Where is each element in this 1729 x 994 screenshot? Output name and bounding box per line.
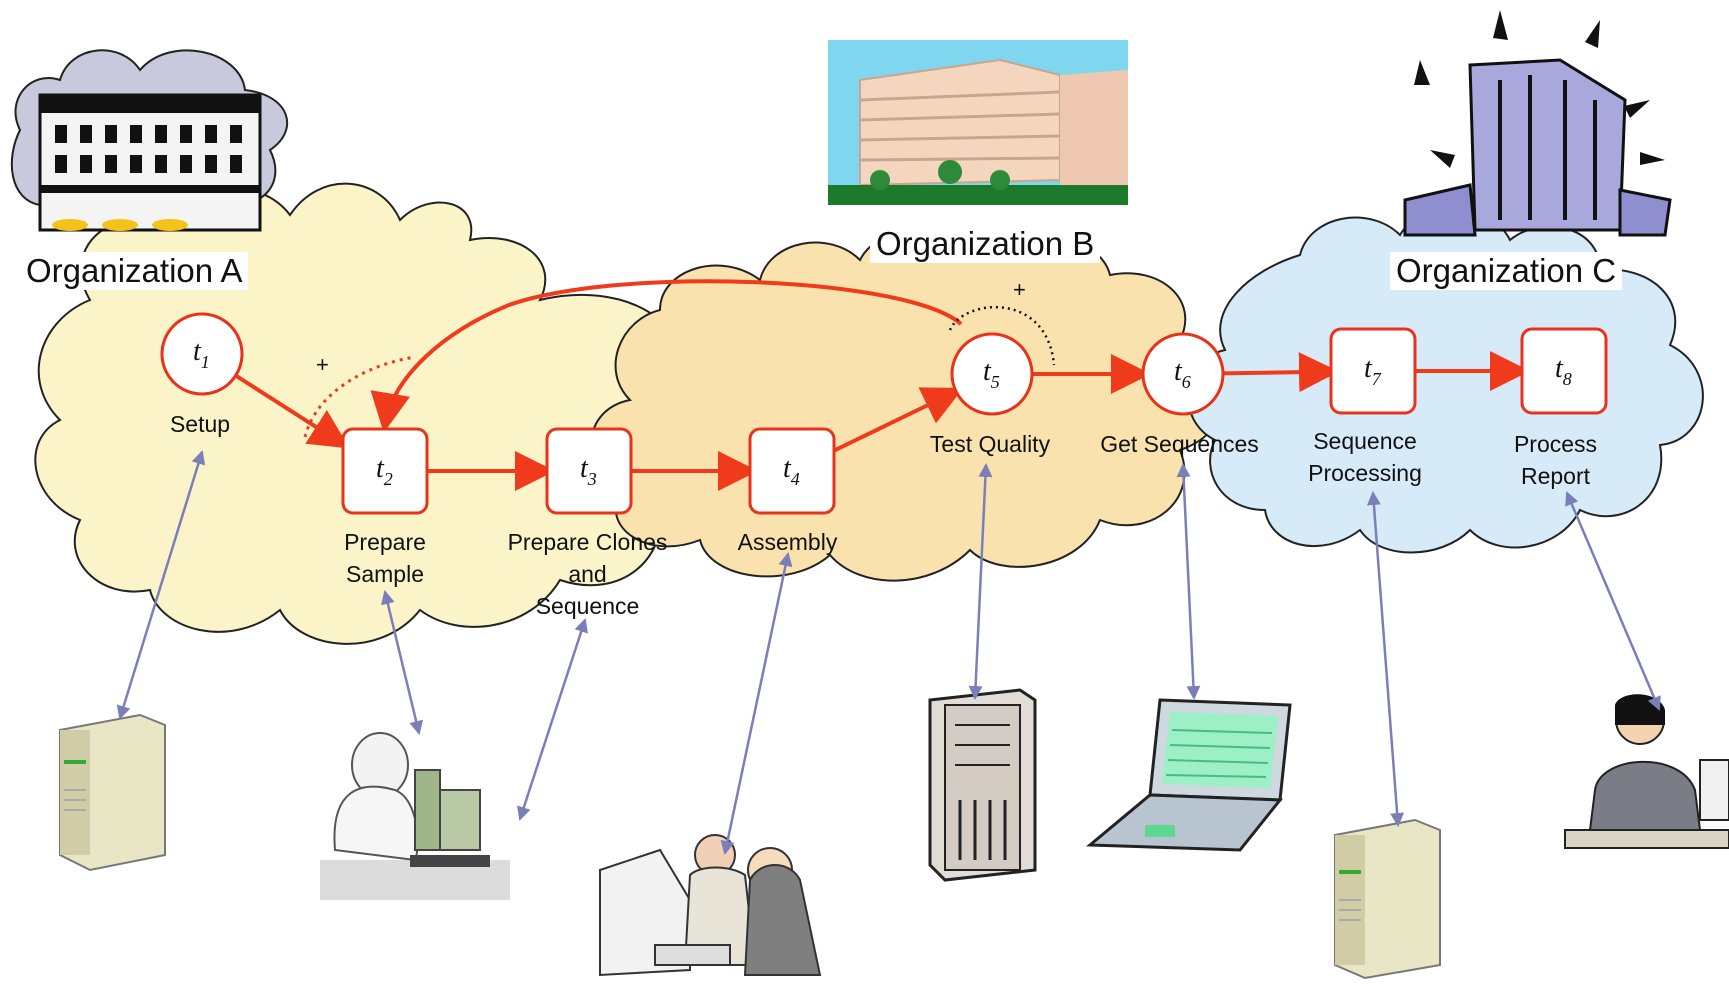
task-shape-square <box>545 427 633 515</box>
resource-link-t8 <box>1565 491 1661 711</box>
task-shape-circle <box>1141 332 1225 416</box>
task-node-t4[interactable]: t4 <box>748 427 836 515</box>
task-shape-square <box>1520 327 1608 415</box>
task-label-t6: Get Sequences <box>1082 428 1277 460</box>
resource-link-t6 <box>1176 463 1201 700</box>
task-label-t2: Prepare Sample <box>320 526 450 590</box>
task-symbol: t2 <box>376 453 393 489</box>
task-node-t3[interactable]: t3 <box>545 427 633 515</box>
loop-plus-b: + <box>1013 277 1026 302</box>
task-label-line: Assembly <box>737 529 838 555</box>
resource-link-t3 <box>517 618 588 821</box>
resource-link-t2 <box>381 590 423 735</box>
task-label-t8: Process Report <box>1488 428 1623 492</box>
task-label-t5: Test Quality <box>910 428 1070 460</box>
task-symbol: t7 <box>1364 353 1382 389</box>
task-symbol: t3 <box>580 453 597 489</box>
task-label-t7: Sequence Processing <box>1290 425 1440 489</box>
task-label-line: Setup <box>169 411 231 437</box>
task-shape-square <box>341 427 429 515</box>
scientist-microscope-icon <box>320 732 510 900</box>
task-node-t6[interactable]: t6 <box>1141 332 1225 416</box>
task-symbol: t6 <box>1174 356 1191 392</box>
resource-link-t5 <box>968 463 993 700</box>
office-workers-icon <box>599 834 822 977</box>
resource-link-t1 <box>116 450 206 720</box>
task-label-line: Prepare Clones <box>507 529 668 555</box>
organization-b-label: Organization B <box>870 225 1101 263</box>
task-node-t5[interactable]: t5 <box>950 332 1034 416</box>
task-label-line: Sequence <box>535 593 640 619</box>
task-shape-circle <box>950 332 1034 416</box>
control-flow: ++ <box>234 277 1530 491</box>
resource-link-t7 <box>1366 491 1405 827</box>
server-icon <box>59 713 166 872</box>
task-shape-circle <box>160 312 244 396</box>
task-symbol: t1 <box>193 336 210 372</box>
organization-a-label: Organization A <box>20 252 249 290</box>
task-label-line: Report <box>1520 463 1591 489</box>
task-node-t1[interactable]: t1 <box>160 312 244 396</box>
task-label-t1: Setup <box>150 408 250 440</box>
resource-links <box>116 450 1661 855</box>
task-label-line: Processing <box>1308 460 1422 486</box>
flow-arrow-t4-t5 <box>833 387 964 453</box>
organization-c-label: Organization C <box>1390 252 1623 290</box>
task-symbol: t4 <box>783 453 800 489</box>
task-label-line: Process <box>1513 431 1598 457</box>
task-node-t7[interactable]: t7 <box>1329 327 1417 415</box>
task-label-line: Test Quality <box>929 431 1051 457</box>
task-node-t8[interactable]: t8 <box>1520 327 1608 415</box>
building-b-icon <box>828 40 1128 205</box>
task-label-t4: Assembly <box>720 526 855 558</box>
flow-arrow-t5-t2 <box>370 279 963 433</box>
tower-computer-icon <box>928 688 1037 882</box>
office-clerk-icon <box>1564 694 1729 849</box>
task-label-line: Prepare <box>344 529 426 555</box>
building-a-icon <box>10 49 289 232</box>
task-label-line: Sequence <box>1313 428 1417 454</box>
resource-link-t4 <box>720 552 793 855</box>
loop-marker-b <box>948 305 1056 366</box>
server-icon <box>1334 818 1441 980</box>
task-label-t3: Prepare Clones and Sequence <box>480 526 695 622</box>
task-label-line: Get Sequences <box>1100 431 1259 457</box>
building-c-icon <box>1403 10 1672 237</box>
laptop-icon <box>1086 698 1292 852</box>
task-label-line: and <box>568 561 607 587</box>
loop-plus-a: + <box>316 352 329 377</box>
task-shape-square <box>1329 327 1417 415</box>
task-symbol: t5 <box>983 356 1000 392</box>
task-symbol: t8 <box>1555 353 1572 389</box>
task-label-line: Sample <box>346 561 424 587</box>
flow-arrow-t1-t2 <box>234 373 350 449</box>
task-nodes: t1 t2 t3 t4 t5 t6 t7 t8 <box>160 312 1608 515</box>
task-shape-square <box>748 427 836 515</box>
task-node-t2[interactable]: t2 <box>341 427 429 515</box>
flow-arrow-t6-t7 <box>1222 352 1339 393</box>
